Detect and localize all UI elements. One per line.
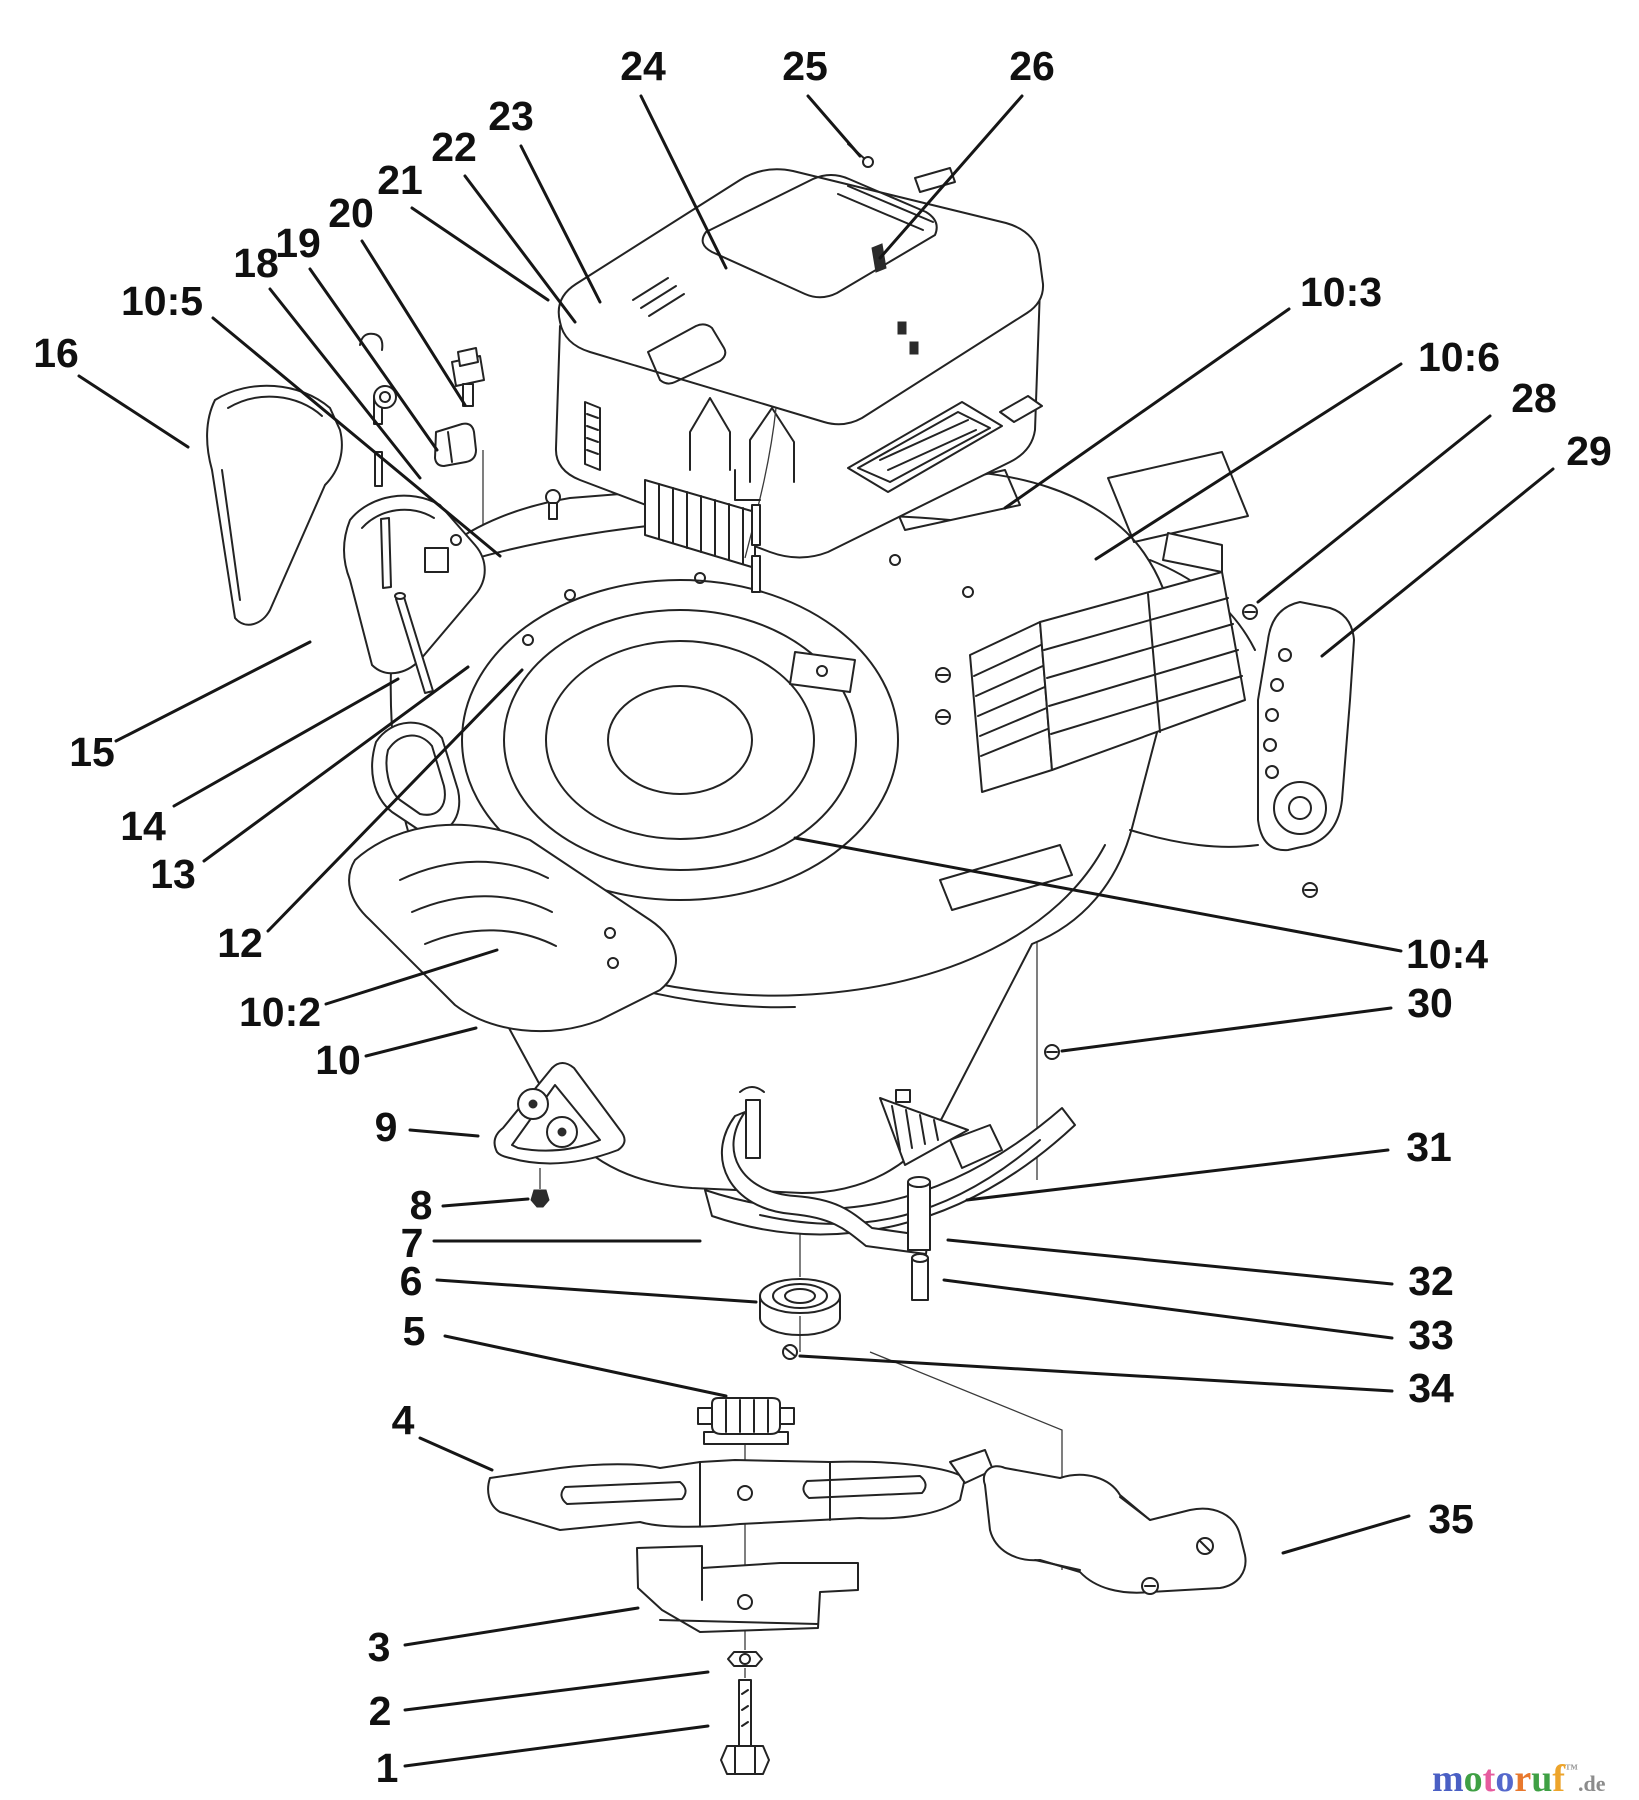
callout-label-26: 26 bbox=[1009, 43, 1055, 89]
leader-line-9 bbox=[408, 1128, 480, 1138]
leader-line-23 bbox=[519, 144, 602, 304]
stiffener-plate bbox=[636, 1545, 859, 1633]
leader-line-25 bbox=[806, 94, 862, 158]
leader-line-4 bbox=[418, 1436, 494, 1472]
leader-line-26 bbox=[878, 94, 1024, 260]
leader-line-28 bbox=[1256, 414, 1492, 604]
side-plate bbox=[1257, 601, 1355, 898]
watermark-logo[interactable]: motoruf™.de bbox=[1432, 1758, 1606, 1800]
callout-label-28: 28 bbox=[1511, 375, 1557, 421]
callout-label-32: 32 bbox=[1408, 1258, 1454, 1304]
callout-label-35: 35 bbox=[1428, 1496, 1474, 1542]
leader-line-32 bbox=[946, 1238, 1394, 1286]
callout-label-10:2: 10:2 bbox=[239, 989, 321, 1035]
blade-driver bbox=[697, 1397, 795, 1445]
leader-line-12 bbox=[266, 668, 524, 933]
engine bbox=[554, 167, 1045, 569]
front-baffle bbox=[348, 823, 677, 1033]
leader-line-1 bbox=[403, 1724, 710, 1768]
leader-line-35 bbox=[1281, 1514, 1411, 1555]
callout-label-10:6: 10:6 bbox=[1418, 334, 1500, 380]
leader-line-14 bbox=[172, 677, 400, 808]
callout-label-1: 1 bbox=[376, 1745, 399, 1791]
callout-label-14: 14 bbox=[120, 803, 166, 849]
leader-line-10:4 bbox=[793, 836, 1403, 953]
leader-line-10:2 bbox=[324, 948, 499, 1006]
leader-line-24 bbox=[639, 94, 728, 270]
callout-label-9: 9 bbox=[375, 1104, 398, 1150]
brake-bar bbox=[720, 1086, 931, 1360]
leader-line-19 bbox=[308, 267, 439, 452]
leader-line-3 bbox=[403, 1606, 640, 1647]
callout-label-23: 23 bbox=[488, 93, 534, 139]
leader-line-2 bbox=[403, 1670, 710, 1712]
rear-skirt bbox=[704, 1044, 1076, 1236]
callout-label-2: 2 bbox=[369, 1688, 392, 1734]
callout-label-16: 16 bbox=[33, 330, 79, 376]
callout-label-3: 3 bbox=[368, 1624, 391, 1670]
leader-line-10 bbox=[364, 1026, 478, 1058]
leader-line-16 bbox=[77, 374, 190, 449]
leader-line-5 bbox=[443, 1334, 728, 1398]
left-cover-15 bbox=[343, 494, 486, 675]
leader-line-30 bbox=[1060, 1006, 1393, 1053]
left-cover-16 bbox=[206, 384, 343, 626]
callout-label-15: 15 bbox=[69, 729, 115, 775]
leader-line-15 bbox=[114, 640, 312, 743]
drawing-layer bbox=[206, 143, 1355, 1775]
leader-line-6 bbox=[435, 1278, 758, 1304]
discharge-grate bbox=[935, 532, 1258, 793]
callout-label-4: 4 bbox=[392, 1397, 415, 1443]
callout-label-7: 7 bbox=[401, 1220, 424, 1266]
leader-line-13 bbox=[202, 665, 470, 863]
bearing bbox=[759, 1278, 841, 1336]
leader-lines bbox=[77, 94, 1555, 1768]
callout-label-10:3: 10:3 bbox=[1300, 269, 1382, 315]
callout-label-34: 34 bbox=[1408, 1365, 1454, 1411]
blade bbox=[487, 1449, 994, 1531]
callout-label-24: 24 bbox=[620, 43, 666, 89]
leader-line-18 bbox=[268, 287, 422, 480]
callout-label-21: 21 bbox=[377, 157, 423, 203]
callout-label-30: 30 bbox=[1407, 980, 1453, 1026]
callout-label-8: 8 bbox=[410, 1182, 433, 1228]
leader-line-10:5 bbox=[211, 316, 502, 558]
callout-label-5: 5 bbox=[403, 1308, 426, 1354]
callout-label-10:4: 10:4 bbox=[1406, 931, 1488, 977]
mower-deck bbox=[371, 451, 1259, 1194]
leader-line-21 bbox=[410, 206, 550, 302]
mulch-bracket bbox=[982, 1465, 1247, 1595]
bolt bbox=[720, 1679, 770, 1775]
callout-label-10: 10 bbox=[315, 1037, 361, 1083]
callout-label-31: 31 bbox=[1406, 1124, 1452, 1170]
leader-line-8 bbox=[441, 1197, 530, 1208]
callout-label-19: 19 bbox=[275, 220, 321, 266]
leader-line-10:3 bbox=[1003, 307, 1291, 510]
leader-line-31 bbox=[965, 1148, 1390, 1202]
callout-label-20: 20 bbox=[328, 190, 374, 236]
callout-label-6: 6 bbox=[400, 1258, 423, 1304]
leader-line-20 bbox=[360, 239, 467, 407]
callout-label-33: 33 bbox=[1408, 1312, 1454, 1358]
blade-brake-bracket bbox=[493, 1062, 626, 1208]
leader-line-33 bbox=[942, 1278, 1394, 1340]
callout-label-13: 13 bbox=[150, 851, 196, 897]
callout-label-18: 18 bbox=[233, 240, 279, 286]
leader-line-22 bbox=[463, 174, 577, 324]
leader-line-29 bbox=[1320, 467, 1555, 658]
engine-hardware bbox=[359, 143, 919, 593]
callout-label-22: 22 bbox=[431, 124, 477, 170]
callout-label-29: 29 bbox=[1566, 428, 1612, 474]
leader-line-34 bbox=[798, 1354, 1394, 1393]
callout-label-25: 25 bbox=[782, 43, 828, 89]
washer bbox=[727, 1651, 763, 1667]
callout-label-12: 12 bbox=[217, 920, 263, 966]
leader-line-10:6 bbox=[1094, 362, 1403, 561]
callout-label-10:5: 10:5 bbox=[121, 278, 203, 324]
